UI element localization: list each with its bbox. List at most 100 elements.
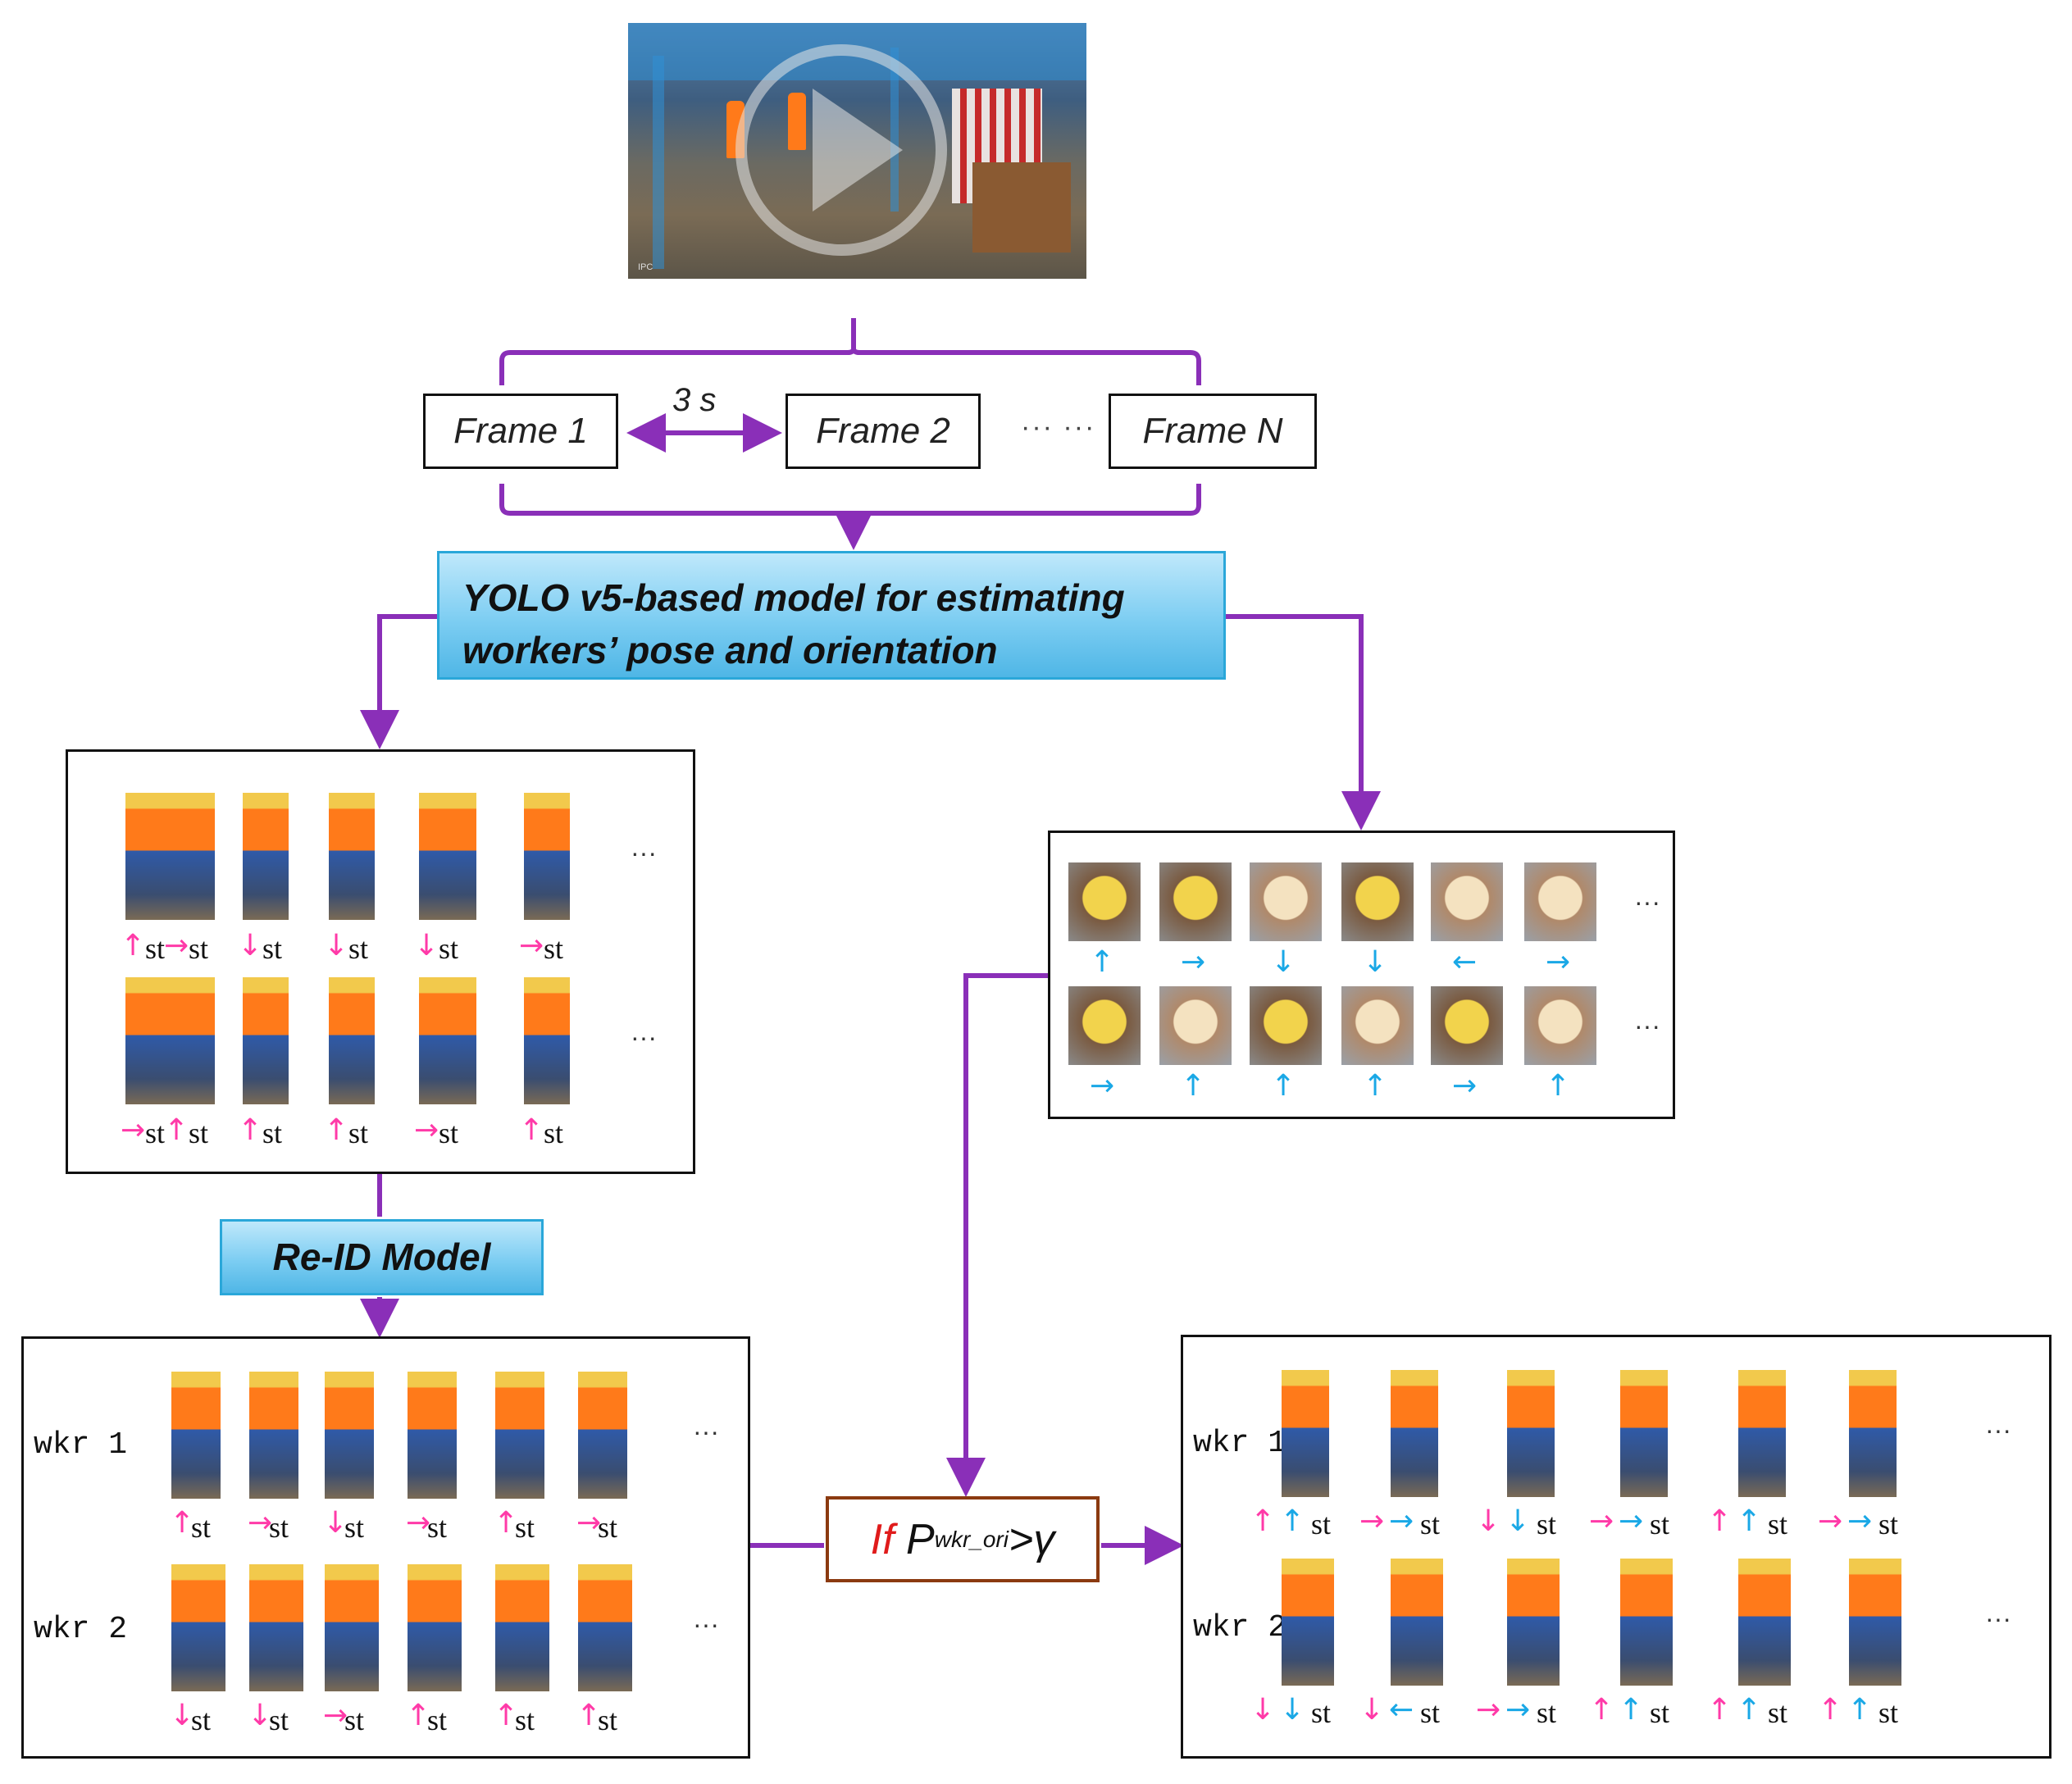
pose-label: st <box>598 1704 618 1736</box>
orientation-down-arrow-icon: ↓ <box>1271 945 1296 979</box>
orientation-up-arrow-icon: ↑ <box>1847 1693 1873 1727</box>
pose-up-arrow-icon: ↑ <box>576 1699 602 1732</box>
row-ellipsis: ··· <box>1985 1604 2011 1633</box>
worker-crop <box>419 793 476 920</box>
pose-label: st <box>145 1117 166 1149</box>
pose-right-arrow-icon: → <box>121 1113 146 1147</box>
detections-panel: ↑st→st↓st↓st↓st→st···→st↑st↑st↑st→st↑st·… <box>66 749 695 1174</box>
pose-down-arrow-icon: ↓ <box>1250 1693 1276 1727</box>
pose-right-arrow-icon: → <box>323 1699 348 1732</box>
worker-crop <box>408 1564 462 1691</box>
pose-up-arrow-icon: ↑ <box>1818 1693 1843 1727</box>
pose-label: st <box>1537 1696 1557 1729</box>
pose-down-arrow-icon: ↓ <box>1359 1693 1385 1727</box>
pose-right-arrow-icon: → <box>406 1506 431 1540</box>
worker-crop <box>249 1372 298 1499</box>
pose-label: st <box>1311 1508 1332 1541</box>
worker-crop <box>524 977 570 1104</box>
row-ellipsis: ··· <box>693 1609 719 1639</box>
pose-label: st <box>544 932 564 965</box>
pose-label: st <box>439 932 459 965</box>
pose-down-arrow-icon: ↓ <box>170 1699 195 1732</box>
pose-label: st <box>262 932 283 965</box>
helmet-crop <box>1159 986 1232 1065</box>
pose-down-arrow-icon: ↓ <box>238 929 263 963</box>
play-icon[interactable] <box>735 39 948 261</box>
orientation-left-arrow-icon: ← <box>1452 945 1478 979</box>
worker-crop <box>1620 1370 1668 1497</box>
row-ellipsis: ··· <box>1985 1415 2011 1445</box>
worker-crop <box>1391 1370 1438 1497</box>
helmet-crop <box>1159 862 1232 941</box>
pose-label: st <box>1311 1696 1332 1729</box>
orientation-up-arrow-icon: ↑ <box>1271 1069 1296 1103</box>
frame-n-box: Frame N <box>1109 394 1317 469</box>
worker-crop <box>125 793 171 920</box>
worker-crop <box>1391 1559 1443 1686</box>
row-ellipsis: ··· <box>693 1417 719 1446</box>
orientation-right-arrow-icon: → <box>1619 1504 1644 1538</box>
pose-label: st <box>439 1117 459 1149</box>
helmet-crop <box>1431 862 1503 941</box>
pose-label: st <box>1768 1508 1788 1541</box>
pose-up-arrow-icon: ↑ <box>164 1113 189 1147</box>
pose-label: st <box>598 1511 618 1544</box>
worker-label: wkr 1 <box>34 1427 128 1463</box>
orientation-right-arrow-icon: → <box>1181 945 1206 979</box>
worker-crop <box>1620 1559 1673 1686</box>
orientation-up-arrow-icon: ↑ <box>1619 1693 1644 1727</box>
row-ellipsis: ··· <box>1634 887 1660 917</box>
orientation-right-arrow-icon: → <box>1090 1069 1115 1103</box>
frame-2-box: Frame 2 <box>786 394 981 469</box>
pose-label: st <box>262 1117 283 1149</box>
pose-right-arrow-icon: → <box>1589 1504 1614 1538</box>
orientation-up-arrow-icon: ↑ <box>1280 1504 1305 1538</box>
yolo-to-orientation <box>1226 614 1381 831</box>
orientation-down-arrow-icon: ↓ <box>1505 1504 1531 1538</box>
worker-crop <box>329 793 375 920</box>
pose-label: st <box>515 1511 535 1544</box>
pose-label: st <box>191 1511 212 1544</box>
pose-label: st <box>269 1511 289 1544</box>
worker-crop <box>249 1564 303 1691</box>
bottom-brace <box>499 484 1201 545</box>
reid-model-box: Re-ID Model <box>220 1219 544 1295</box>
worker-crop <box>524 793 570 920</box>
worker-crop <box>1507 1370 1555 1497</box>
frame-1-box: Frame 1 <box>423 394 618 469</box>
surveillance-video[interactable]: IPC <box>628 23 1086 279</box>
orientation-right-arrow-icon: → <box>1546 945 1571 979</box>
pose-right-arrow-icon: → <box>1818 1504 1843 1538</box>
worker-crop <box>171 1564 225 1691</box>
frames-ellipsis: ··· ··· <box>1021 412 1096 443</box>
worker-crop <box>578 1372 627 1499</box>
worker-crop <box>408 1372 457 1499</box>
worker-crop <box>171 1372 221 1499</box>
pose-right-arrow-icon: → <box>576 1506 602 1540</box>
pose-up-arrow-icon: ↑ <box>121 929 146 963</box>
orientation-right-arrow-icon: → <box>1847 1504 1873 1538</box>
worker-crop <box>243 793 289 920</box>
pose-down-arrow-icon: ↓ <box>248 1699 273 1732</box>
worker-label: wkr 2 <box>34 1612 128 1647</box>
pose-label: st <box>269 1704 289 1736</box>
orientation-up-arrow-icon: ↑ <box>1090 945 1115 979</box>
top-brace <box>499 318 1201 385</box>
orientation-up-arrow-icon: ↑ <box>1363 1069 1388 1103</box>
orientation-to-condition <box>946 973 1048 1497</box>
orientation-right-arrow-icon: → <box>1452 1069 1478 1103</box>
worker-crop <box>1849 1370 1897 1497</box>
helmet-crop <box>1250 986 1322 1065</box>
pose-right-arrow-icon: → <box>519 929 544 963</box>
helmet-crop <box>1341 986 1414 1065</box>
pose-label: st <box>344 1704 365 1736</box>
pose-up-arrow-icon: ↑ <box>494 1506 519 1540</box>
pose-right-arrow-icon: → <box>248 1506 273 1540</box>
pose-right-arrow-icon: → <box>414 1113 439 1147</box>
row-ellipsis: ··· <box>631 1022 657 1052</box>
pose-label: st <box>1878 1508 1899 1541</box>
pose-label: st <box>427 1704 448 1736</box>
orientation-up-arrow-icon: ↑ <box>1546 1069 1571 1103</box>
